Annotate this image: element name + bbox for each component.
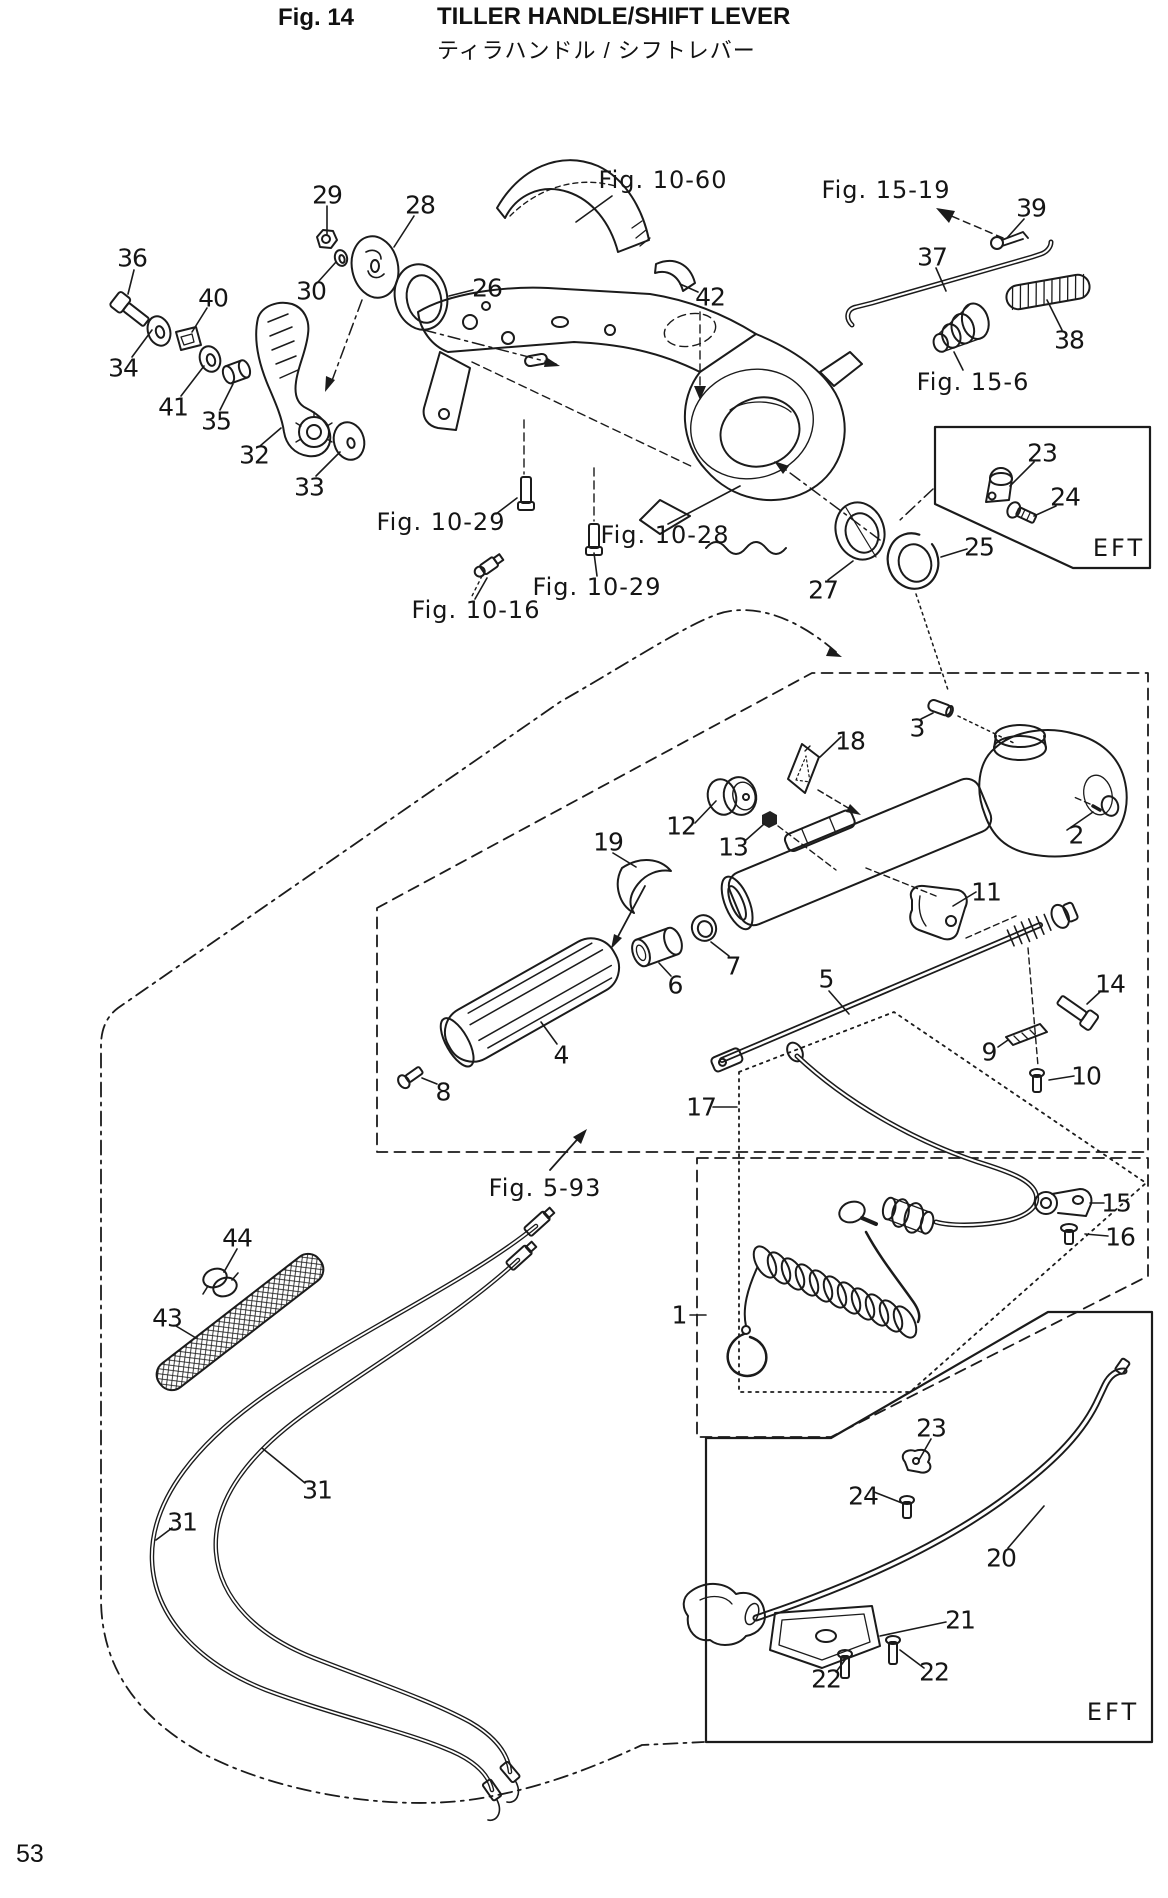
part-label-44-38: 44 bbox=[222, 1223, 253, 1253]
leader-lines bbox=[127, 195, 1109, 1673]
part-label-22-47: 22 bbox=[919, 1657, 950, 1687]
eft-label-EFT-1: EFT bbox=[1086, 1698, 1140, 1726]
eft-bottom-parts bbox=[682, 1357, 1131, 1679]
part-label-3-19: 3 bbox=[909, 713, 926, 743]
figure-reference-Fig10-60-0: Fig. 10-60 bbox=[598, 166, 728, 194]
part-label-14-31: 14 bbox=[1095, 969, 1126, 999]
part-label-12-22: 12 bbox=[666, 811, 697, 841]
shift-lever-parts bbox=[109, 229, 449, 461]
part-label-27-18: 27 bbox=[808, 575, 839, 605]
part-label-7-26: 7 bbox=[725, 951, 742, 981]
part-label-2-21: 2 bbox=[1068, 820, 1085, 850]
figure-number: Fig. 14 bbox=[278, 4, 355, 31]
part-label-28-1: 28 bbox=[405, 190, 436, 220]
part-label-9-32: 9 bbox=[981, 1037, 998, 1067]
part-label-30-2: 30 bbox=[296, 276, 327, 306]
part-label-35-7: 35 bbox=[201, 406, 232, 436]
eft-box-bottom bbox=[704, 1310, 1154, 1744]
part-label-5-28: 5 bbox=[818, 964, 835, 994]
figure-reference-Fig15-6-2: Fig. 15-6 bbox=[916, 368, 1030, 396]
part-label-39-12: 39 bbox=[1016, 193, 1047, 223]
part-label-1-37: 1 bbox=[671, 1300, 688, 1330]
eft-top-parts bbox=[899, 466, 1038, 524]
outer-boundary-line bbox=[100, 609, 842, 1804]
figure-reference-Fig5-93-7: Fig. 5-93 bbox=[488, 1174, 602, 1202]
part-label-8-30: 8 bbox=[435, 1077, 452, 1107]
tiller-handle-assembly bbox=[397, 699, 1128, 1093]
throttle-cables bbox=[149, 1206, 556, 1822]
part-label-36-3: 36 bbox=[117, 243, 148, 273]
part-label-23-15: 23 bbox=[1027, 438, 1058, 468]
part-label-40-4: 40 bbox=[198, 283, 229, 313]
part-label-33-9: 33 bbox=[294, 472, 325, 502]
part-label-34-5: 34 bbox=[108, 353, 139, 383]
figure-reference-Fig15-19-1: Fig. 15-19 bbox=[821, 176, 951, 204]
seal-rings bbox=[834, 501, 940, 590]
part-label-24-16: 24 bbox=[1050, 482, 1081, 512]
part-label-18-20: 18 bbox=[835, 726, 866, 756]
part-label-19-24: 19 bbox=[593, 827, 624, 857]
figure-reference-Fig10-29-3: Fig. 10-29 bbox=[376, 508, 506, 536]
eft-box-top bbox=[933, 425, 1152, 570]
shift-rod-parts bbox=[845, 231, 1091, 353]
part-label-24-43: 24 bbox=[848, 1481, 879, 1511]
part-label-15-35: 15 bbox=[1101, 1188, 1132, 1218]
figure-reference-Fig10-29-5: Fig. 10-29 bbox=[532, 573, 662, 601]
part-label-43-39: 43 bbox=[152, 1303, 183, 1333]
break-squiggle bbox=[705, 541, 787, 555]
part-label-42-11: 42 bbox=[695, 282, 726, 312]
part-label-41-6: 41 bbox=[158, 392, 189, 422]
stop-switch-assembly bbox=[726, 1041, 1093, 1378]
eft-label-EFT-0: EFT bbox=[1092, 534, 1146, 562]
part-label-31-41: 31 bbox=[167, 1507, 198, 1537]
part-label-37-13: 37 bbox=[917, 242, 948, 272]
part-label-11-25: 11 bbox=[971, 877, 1002, 907]
part-label-16-36: 16 bbox=[1105, 1222, 1136, 1252]
handle-assembly-dashed-box bbox=[376, 672, 1149, 1153]
part-label-32-8: 32 bbox=[239, 440, 270, 470]
part-label-20-44: 20 bbox=[986, 1543, 1017, 1573]
handle-cover-part bbox=[496, 159, 651, 253]
swivel-bracket-assembly bbox=[417, 286, 863, 535]
part-label-23-42: 23 bbox=[916, 1413, 947, 1443]
part-label-21-45: 21 bbox=[945, 1605, 976, 1635]
part-42-shim bbox=[654, 259, 696, 292]
part-label-26-10: 26 bbox=[472, 273, 503, 303]
part-label-31-40: 31 bbox=[302, 1475, 333, 1505]
part-label-10-33: 10 bbox=[1071, 1061, 1102, 1091]
page-title: TILLER HANDLE/SHIFT LEVER bbox=[437, 3, 791, 30]
part-label-4-29: 4 bbox=[553, 1040, 570, 1070]
figure-reference-Fig10-16-6: Fig. 10-16 bbox=[411, 596, 541, 624]
stop-switch-dashed-box bbox=[696, 1157, 1149, 1438]
figure-reference-Fig10-28-4: Fig. 10-28 bbox=[600, 521, 730, 549]
part-label-25-17: 25 bbox=[964, 532, 995, 562]
part-label-29-0: 29 bbox=[312, 180, 343, 210]
part-label-13-23: 13 bbox=[718, 832, 749, 862]
part-label-17-34: 17 bbox=[686, 1092, 717, 1122]
part-label-6-27: 6 bbox=[667, 970, 684, 1000]
part-label-38-14: 38 bbox=[1054, 325, 1085, 355]
install-lines bbox=[325, 208, 1017, 1171]
part-label-22-46: 22 bbox=[811, 1664, 842, 1694]
page-title-japanese: ティラハンドル / シフトレバー bbox=[437, 38, 756, 63]
page-number: 53 bbox=[16, 1840, 44, 1868]
